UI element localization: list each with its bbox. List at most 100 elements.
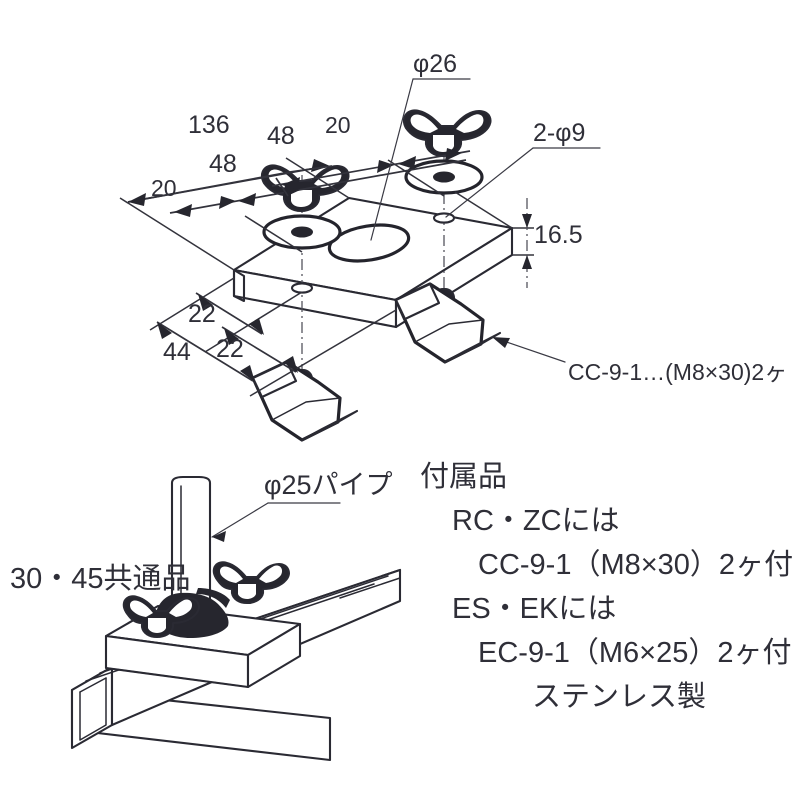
callout-phi26: φ26: [370, 50, 471, 241]
notes-line-2: ES・EKには: [452, 593, 616, 625]
callout-channel-nut: CC-9-1…(M8×30)2ヶ: [491, 336, 787, 385]
ext-hole-right: [387, 159, 445, 197]
washer-left: [262, 214, 342, 250]
bolt-hole-left-phi9: [290, 282, 314, 294]
ext-width-from-right: [249, 309, 397, 397]
center-hole-ellipse: [327, 223, 411, 263]
dim-chain-baseline-upper: [271, 150, 471, 187]
hardware-stack-right: [394, 109, 502, 364]
notes-heading: 付属品: [420, 460, 507, 493]
dim-22-lower-arrow-b: [283, 356, 298, 373]
dim-22-upper-label: 22: [188, 300, 216, 328]
dim-20-left-label: 20: [151, 175, 177, 201]
callout-channel-nut-arrow: [492, 337, 510, 348]
dim-44-arrow-a: [157, 322, 172, 339]
dim-thickness-arrow-bottom: [522, 255, 532, 269]
notes-line-0: RC・ZCには: [452, 505, 620, 537]
wing-nut-assembly-right-hub: [238, 584, 256, 599]
wing-nut-right-wing-hl-b: [456, 114, 484, 133]
dim-20-right-arrow-b: [445, 148, 462, 161]
dim-48-right-arrow-a: [282, 177, 300, 190]
wing-nut-left-hub-face: [291, 190, 312, 207]
callout-pipe-arrow: [212, 531, 226, 542]
dim-20-right-arrow-a: [398, 156, 416, 169]
dim-20-left-arrow-b: [219, 196, 236, 209]
wing-nut-assembly-right: [212, 561, 290, 605]
dim-44-arrow-b: [240, 365, 255, 382]
callout-pipe: φ25パイプ: [211, 470, 393, 542]
dim-thickness-arrow-top: [522, 214, 532, 228]
center-hole-phi26: [327, 223, 411, 263]
saddle-plate-bottom-edge: [105, 667, 249, 688]
wing-nut-right-hub-face: [433, 135, 454, 152]
dimension-chain: 20 48 48 20: [151, 112, 471, 217]
plate-bottom-edge-left: [233, 295, 397, 328]
dim-44-label: 44: [163, 338, 191, 366]
wing-nut-assembly-left: [122, 595, 200, 639]
bolt-hole-right-phi9: [432, 212, 456, 224]
wing-nut-assembly-left-hl-a: [129, 600, 153, 617]
callout-channel-nut-label: CC-9-1…(M8×30)2ヶ: [568, 359, 787, 385]
dim-22-upper-line: [195, 292, 263, 335]
dim-chain-baseline: [169, 159, 467, 214]
rail-far-edge-a: [339, 577, 401, 599]
wing-nut-right: [402, 109, 492, 158]
channel-nut-left-crease: [271, 397, 341, 421]
notes-line-3: EC-9-1（M6×25）2ヶ付: [478, 636, 791, 669]
pipe-saddle-shadow: [196, 588, 230, 608]
dimension-width-group: 44 22 22: [149, 277, 397, 397]
dimension-extension-lines-top: [119, 157, 513, 271]
wing-nut-assembly-left-hl-b: [169, 599, 193, 617]
dim-48-left-arrow-a: [238, 193, 256, 206]
top-isometric-view: 136 20 48 48 20: [119, 50, 787, 442]
wing-nut-right-wing-hl-a: [410, 114, 438, 133]
dim-22-upper-arrow-a: [198, 294, 213, 311]
washer-right-bore: [433, 171, 455, 183]
dim-22-upper-arrow-b: [249, 318, 264, 335]
plate-left-corner-lip: [232, 268, 246, 303]
notes-line-4: ステンレス製: [532, 680, 706, 713]
dimension-136: 136: [127, 111, 333, 206]
dim-136-line-b: [127, 171, 291, 203]
channel-nut-right-wing-a: [394, 282, 441, 321]
dim-48-right-label: 48: [267, 122, 295, 150]
dim-48-right-arrow-b: [377, 160, 394, 173]
rail-end-inner: [79, 677, 107, 741]
washer-left-bore: [291, 226, 313, 238]
dim-136-label: 136: [188, 111, 230, 139]
wing-nut-assembly-right-hl-b: [259, 565, 283, 583]
channel-nut-left-wing-b: [300, 409, 359, 442]
washer-right: [404, 159, 484, 195]
channel-nut-right-crease: [414, 319, 484, 343]
ext-from-front-left: [119, 197, 235, 271]
ext-width-from-corner: [149, 277, 235, 331]
accessories-notes: 付属品 RC・ZCには CC-9-1（M8×30）2ヶ付 ES・EKには EC-…: [420, 460, 793, 713]
callout-pipe-label: φ25パイプ: [264, 470, 393, 500]
callout-2phi9-leader: [445, 147, 534, 218]
dim-thickness-label: 16.5: [534, 221, 583, 249]
channel-nut-right-wing-b: [443, 331, 502, 364]
dim-20-left-arrow-a: [174, 204, 192, 217]
callout-phi26-label: φ26: [413, 50, 457, 78]
wing-nut-assembly-left-hub: [148, 618, 166, 633]
callout-pipe-leader: [211, 502, 269, 538]
notes-line-1: CC-9-1（M8×30）2ヶ付: [478, 548, 793, 581]
callout-2phi9-label: 2-φ9: [533, 119, 585, 147]
dim-22-lower-arrow-a: [224, 328, 239, 345]
rail-end-inner-top: [79, 677, 107, 693]
dim-48-left-label: 48: [209, 150, 237, 178]
dim-22-lower-label: 22: [216, 335, 244, 363]
dim-136-line-c: [289, 165, 333, 173]
wing-nut-assembly-right-hl-a: [219, 566, 243, 583]
channel-nut-right: [394, 282, 502, 364]
common-product-label: 30・45共通品: [10, 562, 191, 595]
dim-20-right-label: 20: [325, 112, 351, 138]
dim-22-lower-line: [221, 326, 297, 373]
dim-136-arrow-left: [128, 193, 146, 206]
callout-2phi9: 2-φ9: [445, 119, 601, 218]
dim-44-line: [156, 321, 254, 382]
dim-chain-tick: [275, 177, 289, 197]
dimension-thickness: 16.5: [512, 198, 583, 288]
